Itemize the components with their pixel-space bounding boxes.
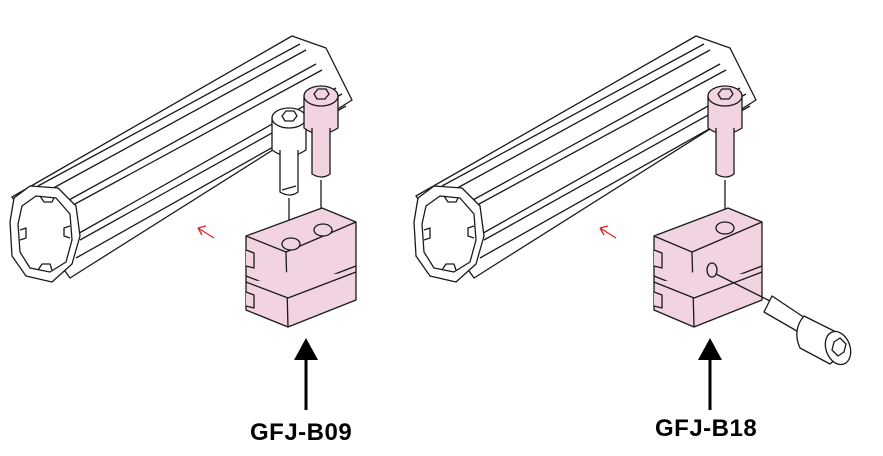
clamp-block-icon — [653, 207, 763, 328]
pointer-arrow-icon — [698, 338, 722, 410]
clamp-block-icon — [245, 207, 357, 328]
direction-arrow-icon — [197, 225, 215, 239]
direction-arrow-icon — [599, 225, 617, 239]
pointer-arrow-icon — [294, 338, 318, 410]
cap-screw-icon — [271, 107, 307, 238]
figure-gfj-b18 — [413, 35, 852, 410]
cap-screw-icon — [715, 273, 852, 366]
round-tube-icon — [413, 35, 757, 283]
part-number-label-gfj-b18: GFJ-B18 — [655, 415, 758, 442]
round-tube-icon — [9, 35, 353, 283]
part-number-label-gfj-b09: GFJ-B09 — [250, 419, 353, 446]
figure-gfj-b09 — [9, 35, 357, 410]
cap-screw-icon — [303, 85, 339, 226]
cap-screw-icon — [707, 85, 743, 226]
